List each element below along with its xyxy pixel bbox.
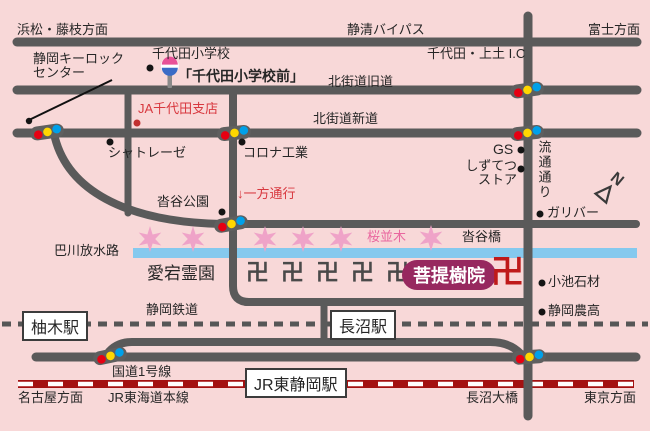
label-keylock-line2: センター (33, 65, 86, 80)
label-chateraise: シャトレーゼ (108, 145, 187, 160)
station-higashi-shizuoka: JR東静岡駅 (245, 368, 347, 398)
label-road-kitakaido-old: 北街道旧道 (328, 74, 394, 89)
label-ja-chiyoda: JA千代田支店 (138, 101, 219, 116)
label-corona: コロナ工業 (243, 145, 309, 160)
destination-temple-icon: 卍 (491, 253, 524, 290)
label-direction-tokyo: 東京方面 (584, 390, 637, 405)
label-atago-cemetery: 愛宕霊園 (147, 264, 215, 283)
traffic-light-icon (29, 122, 65, 142)
traffic-light-icon (213, 214, 249, 234)
location-dot (517, 146, 525, 154)
keylock-pointer-line (28, 79, 113, 121)
label-naganuma-ohashi: 長沼大橋 (466, 390, 519, 405)
location-dot (106, 138, 114, 146)
label-shizuoka-noko: 静岡農高 (548, 303, 601, 318)
location-dot (25, 117, 33, 125)
location-dot (238, 138, 246, 146)
label-jr-tokaido: JR東海道本線 (108, 390, 189, 405)
temple-icon: 卍 (316, 259, 339, 285)
temple-icon: 卍 (351, 259, 374, 285)
label-road-kitakaido-new: 北街道新道 (313, 111, 379, 126)
label-sakura-namiki: 桜並木 (367, 229, 407, 244)
label-route1: 国道1号線 (112, 364, 172, 379)
sakura-blossom-icon (419, 225, 443, 251)
destination-badge: 菩提樹院 (402, 260, 496, 290)
location-dot (538, 308, 546, 316)
label-gulliver: ガリバー (547, 205, 600, 220)
location-dot (536, 210, 544, 218)
bus-stop-icon (160, 56, 179, 88)
location-dot (517, 165, 525, 173)
label-gs: GS (493, 141, 514, 157)
label-direction-fuji: 富士方面 (588, 22, 641, 37)
label-kutsunoya-park: 沓谷公園 (157, 194, 210, 209)
location-dots (25, 64, 546, 316)
traffic-light-icon (511, 348, 547, 366)
station-naganuma: 長沼駅 (330, 310, 397, 340)
label-road-seishin-bypass: 静清バイパス (347, 22, 425, 37)
temple-icon: 卍 (246, 259, 269, 285)
label-shizuoka-tetsudo: 静岡鉄道 (146, 302, 199, 317)
location-dot-ja (133, 119, 141, 127)
road-curve (51, 134, 226, 228)
label-keylock-line1: 静岡キーロック (33, 51, 125, 66)
label-oneway: ↓一方通行 (237, 186, 296, 201)
location-dot (218, 208, 226, 216)
temple-symbol-row: 卍 卍 卍 卍 卍 (240, 261, 415, 284)
label-koike-sekizai: 小池石材 (548, 274, 601, 289)
label-ryutsu-dori: 流通通り (536, 140, 552, 200)
label-shizutetsu-line1: しずてつ (465, 158, 517, 173)
label-direction-nagoya: 名古屋方面 (18, 390, 84, 405)
station-yunoki: 柚木駅 (22, 311, 89, 341)
label-direction-hamamatsu: 浜松・藤枝方面 (17, 22, 109, 37)
traffic-light-icon (216, 124, 252, 142)
location-dot (538, 279, 546, 287)
label-chiyoda-ic: 千代田・上土 I.C (427, 46, 526, 61)
road-station-loop (103, 338, 525, 358)
temple-icon: 卍 (281, 259, 304, 285)
label-tomoe-river: 巴川放水路 (54, 243, 120, 258)
traffic-light-icon (509, 80, 545, 100)
label-bus-stop: 「千代田小学校前」 (178, 68, 304, 84)
compass-north-icon: N (593, 169, 627, 205)
label-kutsunoya-bridge: 沓谷橋 (462, 229, 502, 244)
location-dot (146, 64, 154, 72)
label-shizutetsu-line2: ストア (477, 172, 517, 187)
label-chiyoda-elementary: 千代田小学校 (152, 46, 231, 61)
